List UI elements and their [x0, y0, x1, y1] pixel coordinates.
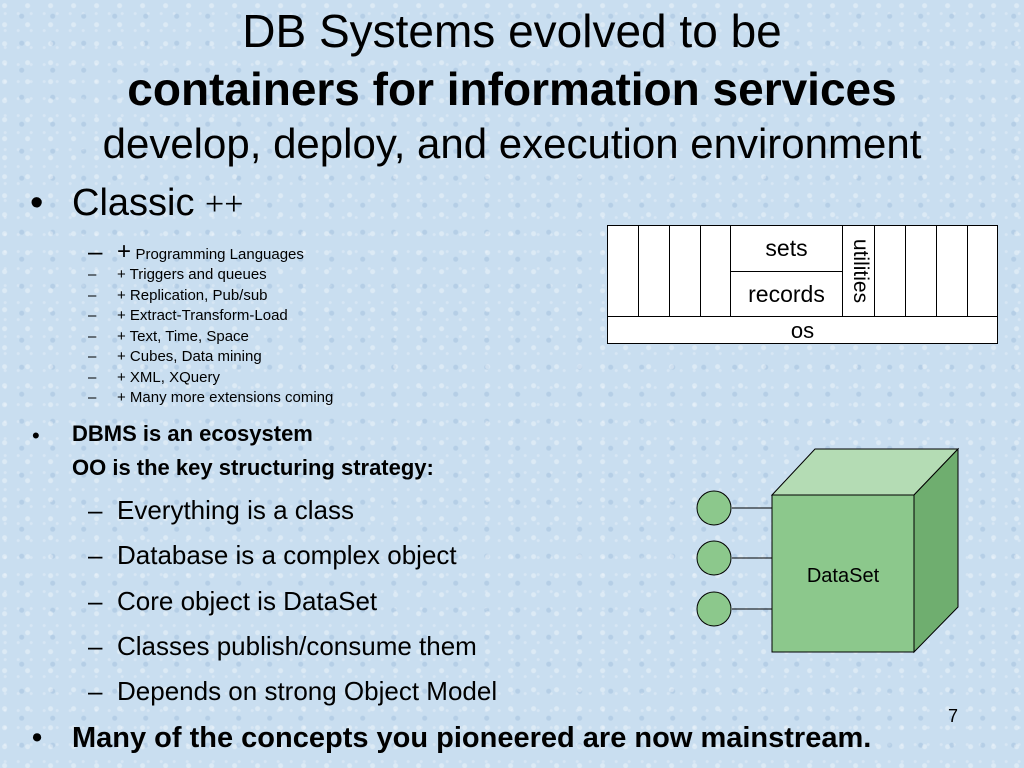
sub-item: + Triggers and queues [117, 266, 267, 283]
column-cell [905, 225, 937, 317]
column-cell [669, 225, 701, 317]
ecosystem-line-2: OO is the key structuring strategy: [72, 455, 434, 480]
sub-dash: – [88, 389, 97, 406]
classic-label: Classic [72, 182, 195, 224]
sub-item: Classes publish/consume them [117, 631, 477, 661]
sub-dash: – [88, 540, 103, 570]
sub-dash: – [88, 287, 97, 304]
ecosystem-line-1: DBMS is an ecosystem [72, 421, 313, 446]
sub-item: + Many more extensions coming [117, 389, 334, 406]
sub-item: Depends on strong Object Model [117, 676, 498, 706]
port-circle [696, 540, 732, 576]
sub-item-programming-languages: + Programming Languages [117, 238, 304, 266]
title-line-1: DB Systems evolved to be [242, 5, 782, 57]
sub-item: + Replication, Pub/sub [117, 287, 268, 304]
column-cell [967, 225, 998, 317]
records-label: records [748, 281, 825, 307]
sets-label: sets [765, 235, 808, 261]
bullet-marker: • [32, 423, 40, 448]
sub-item: + Text, Time, Space [117, 328, 249, 345]
port-circle [696, 490, 732, 526]
column-cell [700, 225, 731, 317]
sub-dash: – [88, 631, 103, 661]
dataset-cube-diagram: DataSet [696, 447, 960, 654]
sub-dash: – [88, 307, 97, 324]
page-number: 7 [948, 706, 959, 726]
sub-dash: – [88, 236, 103, 266]
cube-front-face [771, 494, 915, 653]
os-label: os [790, 318, 815, 343]
sub-item: + XML, XQuery [117, 369, 220, 386]
final-statement: Many of the concepts you pioneered are n… [72, 722, 872, 754]
sub-dash: – [88, 369, 97, 386]
plus-sign: + [117, 238, 132, 265]
bullet-classic: Classic ++ [72, 182, 243, 225]
architecture-diagram: sets records utilities os [607, 225, 998, 344]
column-cell [936, 225, 968, 317]
sub-item: Everything is a class [117, 495, 354, 525]
bullet-marker: • [30, 182, 44, 224]
bullet-marker: • [32, 722, 43, 754]
sub-dash: – [88, 328, 97, 345]
sub-dash: – [88, 495, 103, 525]
title-line-3: develop, deploy, and execution environme… [102, 120, 922, 167]
sub-item: + Extract-Transform-Load [117, 307, 288, 324]
sub-item-text: Programming Languages [135, 246, 304, 263]
sub-item: + Cubes, Data mining [117, 348, 262, 365]
column-cell [607, 225, 639, 317]
sub-item: Core object is DataSet [117, 586, 378, 616]
title-line-2: containers for information services [127, 63, 897, 115]
sets-cell [730, 225, 843, 272]
sub-item: Database is a complex object [117, 540, 457, 570]
sub-dash: – [88, 676, 103, 706]
sub-dash: – [88, 348, 97, 365]
column-cell [638, 225, 670, 317]
sub-dash: – [88, 586, 103, 616]
os-cell [607, 316, 998, 344]
port-circle [696, 591, 732, 627]
dataset-label: DataSet [807, 565, 880, 587]
records-cell [730, 271, 843, 317]
sub-dash: – [88, 266, 97, 283]
utilities-label: utilities [849, 238, 872, 304]
classic-suffix: ++ [205, 186, 244, 223]
column-cell [874, 225, 906, 317]
